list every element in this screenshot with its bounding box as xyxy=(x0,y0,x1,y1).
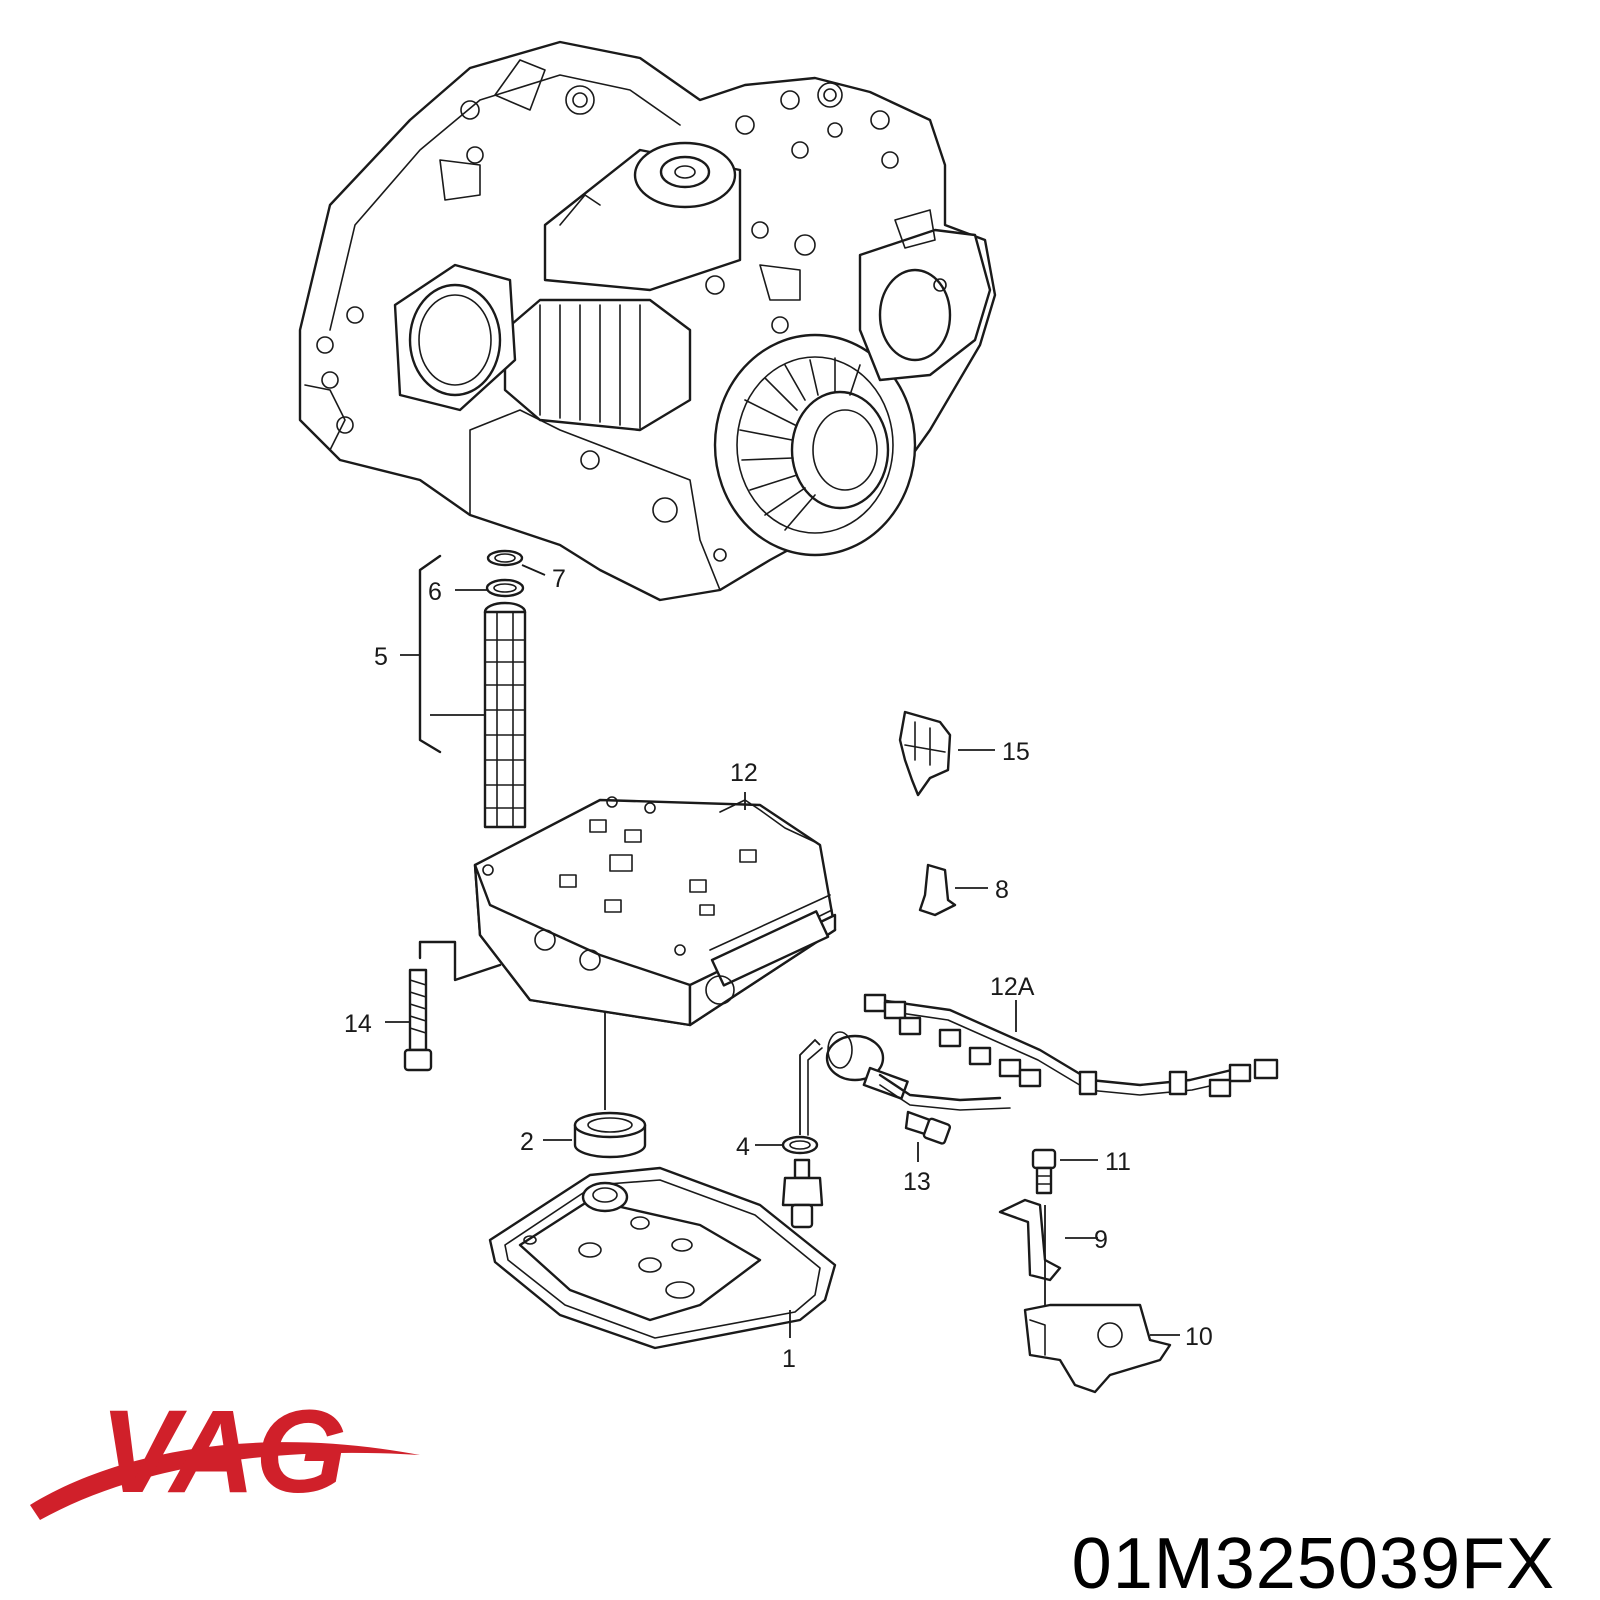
vag-logo: VAG xyxy=(30,1386,420,1520)
callout-12a: 12A xyxy=(990,973,1035,1001)
solenoid-13 xyxy=(825,1031,1011,1111)
callout-5: 5 xyxy=(374,643,388,671)
strainer-5 xyxy=(400,554,527,829)
callout-12: 12 xyxy=(730,759,758,787)
callout-1: 1 xyxy=(782,1345,796,1373)
transmission-housing xyxy=(298,40,997,602)
callout-4: 4 xyxy=(736,1133,750,1161)
filter-1 xyxy=(488,1166,837,1350)
wiring-harness-12a xyxy=(863,993,1279,1098)
clip-8 xyxy=(918,863,988,917)
callout-15: 15 xyxy=(1002,738,1030,766)
valve-body-12 xyxy=(473,792,837,1027)
bracket-10 xyxy=(1023,1303,1180,1394)
callout-8: 8 xyxy=(995,876,1009,904)
callout-9: 9 xyxy=(1094,1226,1108,1254)
bolt-13 xyxy=(904,1110,952,1162)
callout-14: 14 xyxy=(344,1010,372,1038)
callout-13: 13 xyxy=(903,1168,931,1196)
part-number: 01M325039FX xyxy=(1072,1524,1555,1600)
o-ring-7 xyxy=(486,549,546,576)
seal-2 xyxy=(543,1012,647,1159)
bolt-11 xyxy=(1031,1148,1098,1195)
o-ring-6 xyxy=(455,578,525,598)
clip-15 xyxy=(898,710,995,797)
bolt-14 xyxy=(385,940,502,1072)
callout-10: 10 xyxy=(1185,1323,1213,1351)
o-ring-4 xyxy=(755,1135,819,1155)
temperature-sensor xyxy=(781,1038,824,1229)
callout-11: 11 xyxy=(1105,1148,1131,1176)
vag-logo-swoosh xyxy=(30,1442,420,1520)
callout-6: 6 xyxy=(428,578,442,606)
callout-7: 7 xyxy=(552,565,566,593)
vag-logo-text: VAG xyxy=(100,1386,347,1518)
callout-2: 2 xyxy=(520,1128,534,1156)
